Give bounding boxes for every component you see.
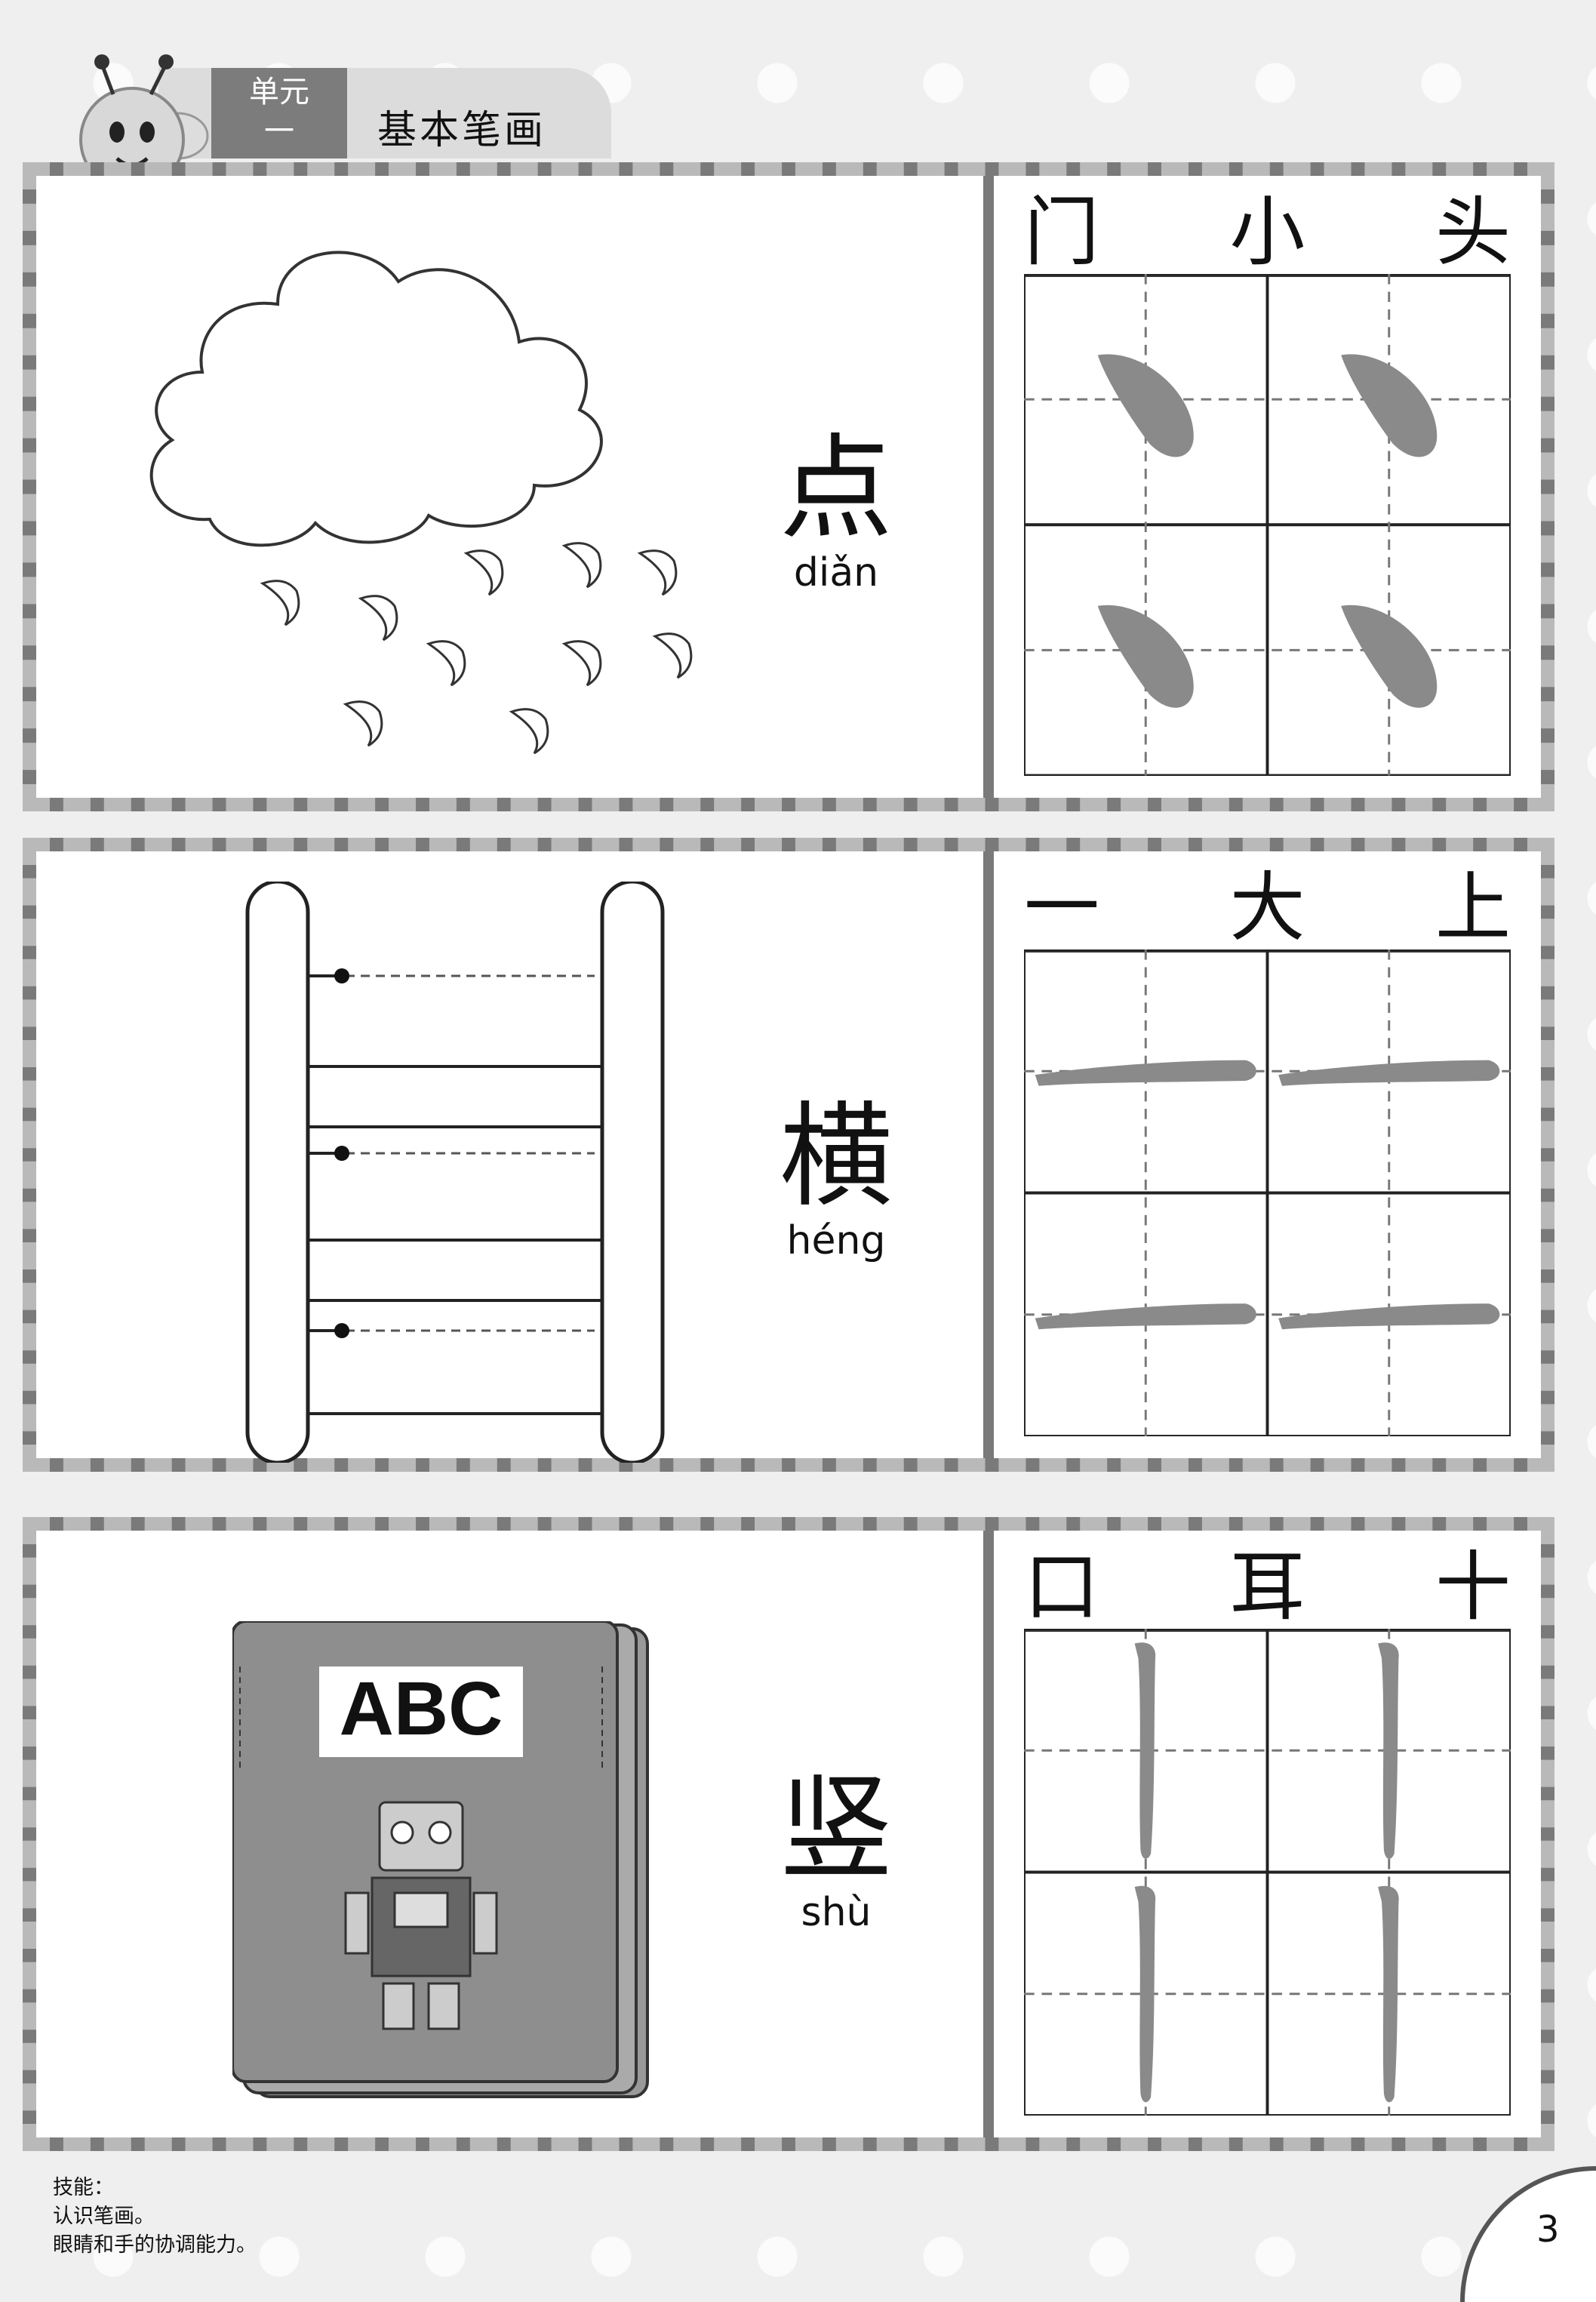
example-char: 头 [1435,187,1511,276]
stroke-pinyin: shù [801,1890,872,1935]
unit-number: 一 [264,114,294,149]
example-characters: 门 小 头 [1024,176,1511,277]
page-title: 基本笔画 [377,108,547,153]
stroke-label-shu: 竖 shù [746,1772,927,1935]
example-char: 大 [1229,863,1305,952]
stroke-pinyin: diǎn [793,550,879,596]
example-characters: 一 大 上 [1024,851,1511,952]
example-char: 上 [1435,863,1511,952]
panel-divider [983,1531,994,2137]
skills-line: 眼睛和手的协调能力。 [53,2233,257,2257]
panel-divider [983,851,994,1458]
practice-area-heng: 一 大 上 [994,851,1541,1458]
example-char: 口 [1024,1542,1099,1631]
stroke-character: 点 [779,423,893,555]
example-char: 十 [1435,1542,1511,1631]
book-label: ABC [340,1666,503,1751]
ladder-picture [245,882,665,1463]
stroke-pinyin: héng [786,1218,886,1263]
panel-divider [983,176,994,798]
section-heng: 横 héng 一 大 上 [23,838,1554,1472]
stroke-character: 横 [779,1091,893,1223]
skills-note: 技能： 认识笔画。 眼睛和手的协调能力。 [53,2174,257,2260]
page-number: 3 [1536,2208,1560,2251]
section-dian: 点 diǎn 门 小 头 [23,162,1554,811]
stroke-character: 竖 [779,1763,893,1894]
section-shu: ABC 竖 shù 口 耳 十 [23,1517,1554,2151]
stroke-label-dian: 点 diǎn [746,432,927,596]
example-char: 耳 [1229,1542,1305,1631]
skills-heading: 技能： [53,2176,114,2199]
practice-grid[interactable] [1024,1629,1511,2116]
stroke-label-heng: 横 héng [746,1100,927,1263]
example-char: 一 [1024,863,1099,952]
unit-label: 单元 [249,75,309,109]
practice-grid[interactable] [1024,949,1511,1436]
example-characters: 口 耳 十 [1024,1531,1511,1632]
book-picture: ABC [232,1621,649,2098]
rain-cloud-picture [149,251,693,755]
practice-area-dian: 门 小 头 [994,176,1541,798]
practice-area-shu: 口 耳 十 [994,1531,1541,2137]
practice-grid[interactable] [1024,274,1511,776]
unit-header: 单元 一 基本笔画 [53,53,611,202]
skills-line: 认识笔画。 [53,2205,155,2228]
example-char: 小 [1229,187,1305,276]
example-char: 门 [1024,187,1099,276]
unit-badge: 单元 一 [211,68,347,158]
